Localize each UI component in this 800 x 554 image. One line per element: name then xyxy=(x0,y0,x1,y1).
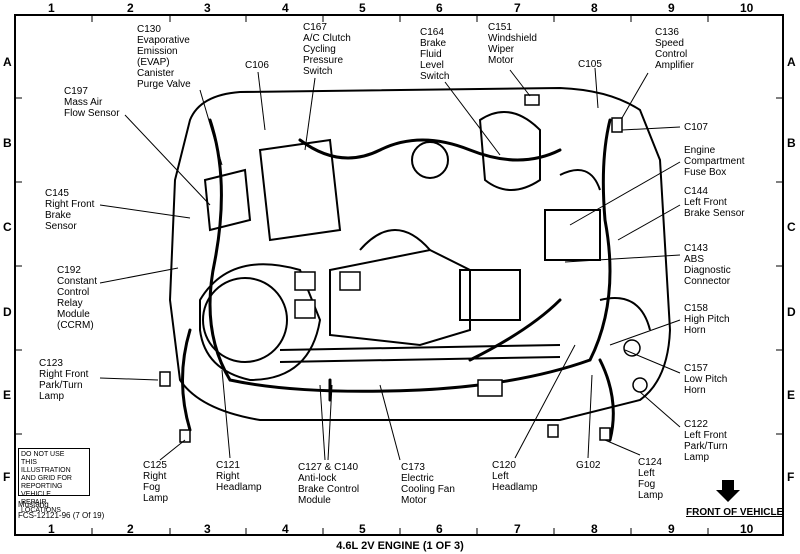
front-of-vehicle-label: FRONT OF VEHICLE xyxy=(686,507,784,518)
callout-c105: C105 xyxy=(578,59,602,70)
callout-c192: C192 Constant Control Relay Module (CCRM… xyxy=(57,265,98,331)
grid-column-bottom: 9 xyxy=(668,522,675,536)
callout-c143: C143 ABS Diagnostic Connector xyxy=(684,243,731,287)
notice-box: DO NOT USE THIS ILLUSTRATION AND GRID FO… xyxy=(18,448,90,514)
grid-column-bottom: 3 xyxy=(204,522,211,536)
grid-row-left: A xyxy=(3,55,12,69)
grid-column-bottom: 7 xyxy=(514,522,521,536)
callout-c107: C107 xyxy=(684,122,708,133)
grid-row-left: C xyxy=(3,220,12,234)
grid-column-top: 1 xyxy=(48,1,55,15)
callout-c122: C122 Left Front Park/Turn Lamp xyxy=(684,419,728,463)
callout-c136: C136 Speed Control Amplifier xyxy=(655,27,694,71)
callout-c130: C130 Evaporative Emission (EVAP) Caniste… xyxy=(137,24,191,90)
grid-column-top: 8 xyxy=(591,1,598,15)
callout-c164: C164 Brake Fluid Level Switch xyxy=(420,27,450,82)
grid-row-right: E xyxy=(787,388,796,402)
callout-c173: C173 Electric Cooling Fan Motor xyxy=(401,462,455,506)
callout-c121: C121 Right Headlamp xyxy=(216,460,262,493)
grid-row-left: F xyxy=(3,470,11,484)
callout-c157: C157 Low Pitch Horn xyxy=(684,363,728,396)
grid-column-top: 6 xyxy=(436,1,443,15)
callout-c158: C158 High Pitch Horn xyxy=(684,303,730,336)
grid-column-top: 2 xyxy=(127,1,134,15)
callout-c120: C120 Left Headlamp xyxy=(492,460,538,493)
grid-row-right: A xyxy=(787,55,796,69)
grid-column-bottom: 4 xyxy=(282,522,289,536)
callout-c151: C151 Windshield Wiper Motor xyxy=(488,22,537,66)
grid-column-bottom: 10 xyxy=(740,522,754,536)
grid-column-top: 3 xyxy=(204,1,211,15)
grid-column-bottom: 1 xyxy=(48,522,55,536)
grid-column-bottom: 6 xyxy=(436,522,443,536)
callout-c124: C124 Left Fog Lamp xyxy=(638,457,664,501)
grid-column-top: 10 xyxy=(740,1,754,15)
callout-ecfb: Engine Compartment Fuse Box xyxy=(684,145,745,178)
callout-c106: C106 xyxy=(245,60,269,71)
grid-row-right: C xyxy=(787,220,796,234)
grid-column-bottom: 5 xyxy=(359,522,366,536)
diagram-title: 4.6L 2V ENGINE (1 OF 3) xyxy=(336,540,464,552)
footer-code: FCS-12121-96 (7 Of 19) xyxy=(18,511,105,520)
grid-column-top: 4 xyxy=(282,1,289,15)
grid-column-bottom: 2 xyxy=(127,522,134,536)
callout-c145: C145 Right Front Brake Sensor xyxy=(45,188,95,232)
grid-row-right: B xyxy=(787,136,796,150)
grid-row-right: F xyxy=(787,470,795,484)
callout-g102: G102 xyxy=(576,460,601,471)
callout-c144: C144 Left Front Brake Sensor xyxy=(684,186,745,219)
callout-c123: C123 Right Front Park/Turn Lamp xyxy=(39,358,89,402)
grid-column-top: 5 xyxy=(359,1,366,15)
grid-row-left: E xyxy=(3,388,12,402)
grid-row-left: D xyxy=(3,305,12,319)
footer-model: Mustang xyxy=(18,500,49,509)
grid-column-top: 9 xyxy=(668,1,675,15)
callout-c125: C125 Right Fog Lamp xyxy=(143,460,169,504)
grid-column-top: 7 xyxy=(514,1,521,15)
grid-column-bottom: 8 xyxy=(591,522,598,536)
diagram-frame xyxy=(14,14,784,536)
callout-c197: C197 Mass Air Flow Sensor xyxy=(64,86,120,119)
grid-row-left: B xyxy=(3,136,12,150)
callout-c167: C167 A/C Clutch Cycling Pressure Switch xyxy=(303,22,351,77)
grid-row-right: D xyxy=(787,305,796,319)
callout-c127: C127 & C140 Anti-lock Brake Control Modu… xyxy=(298,462,360,506)
